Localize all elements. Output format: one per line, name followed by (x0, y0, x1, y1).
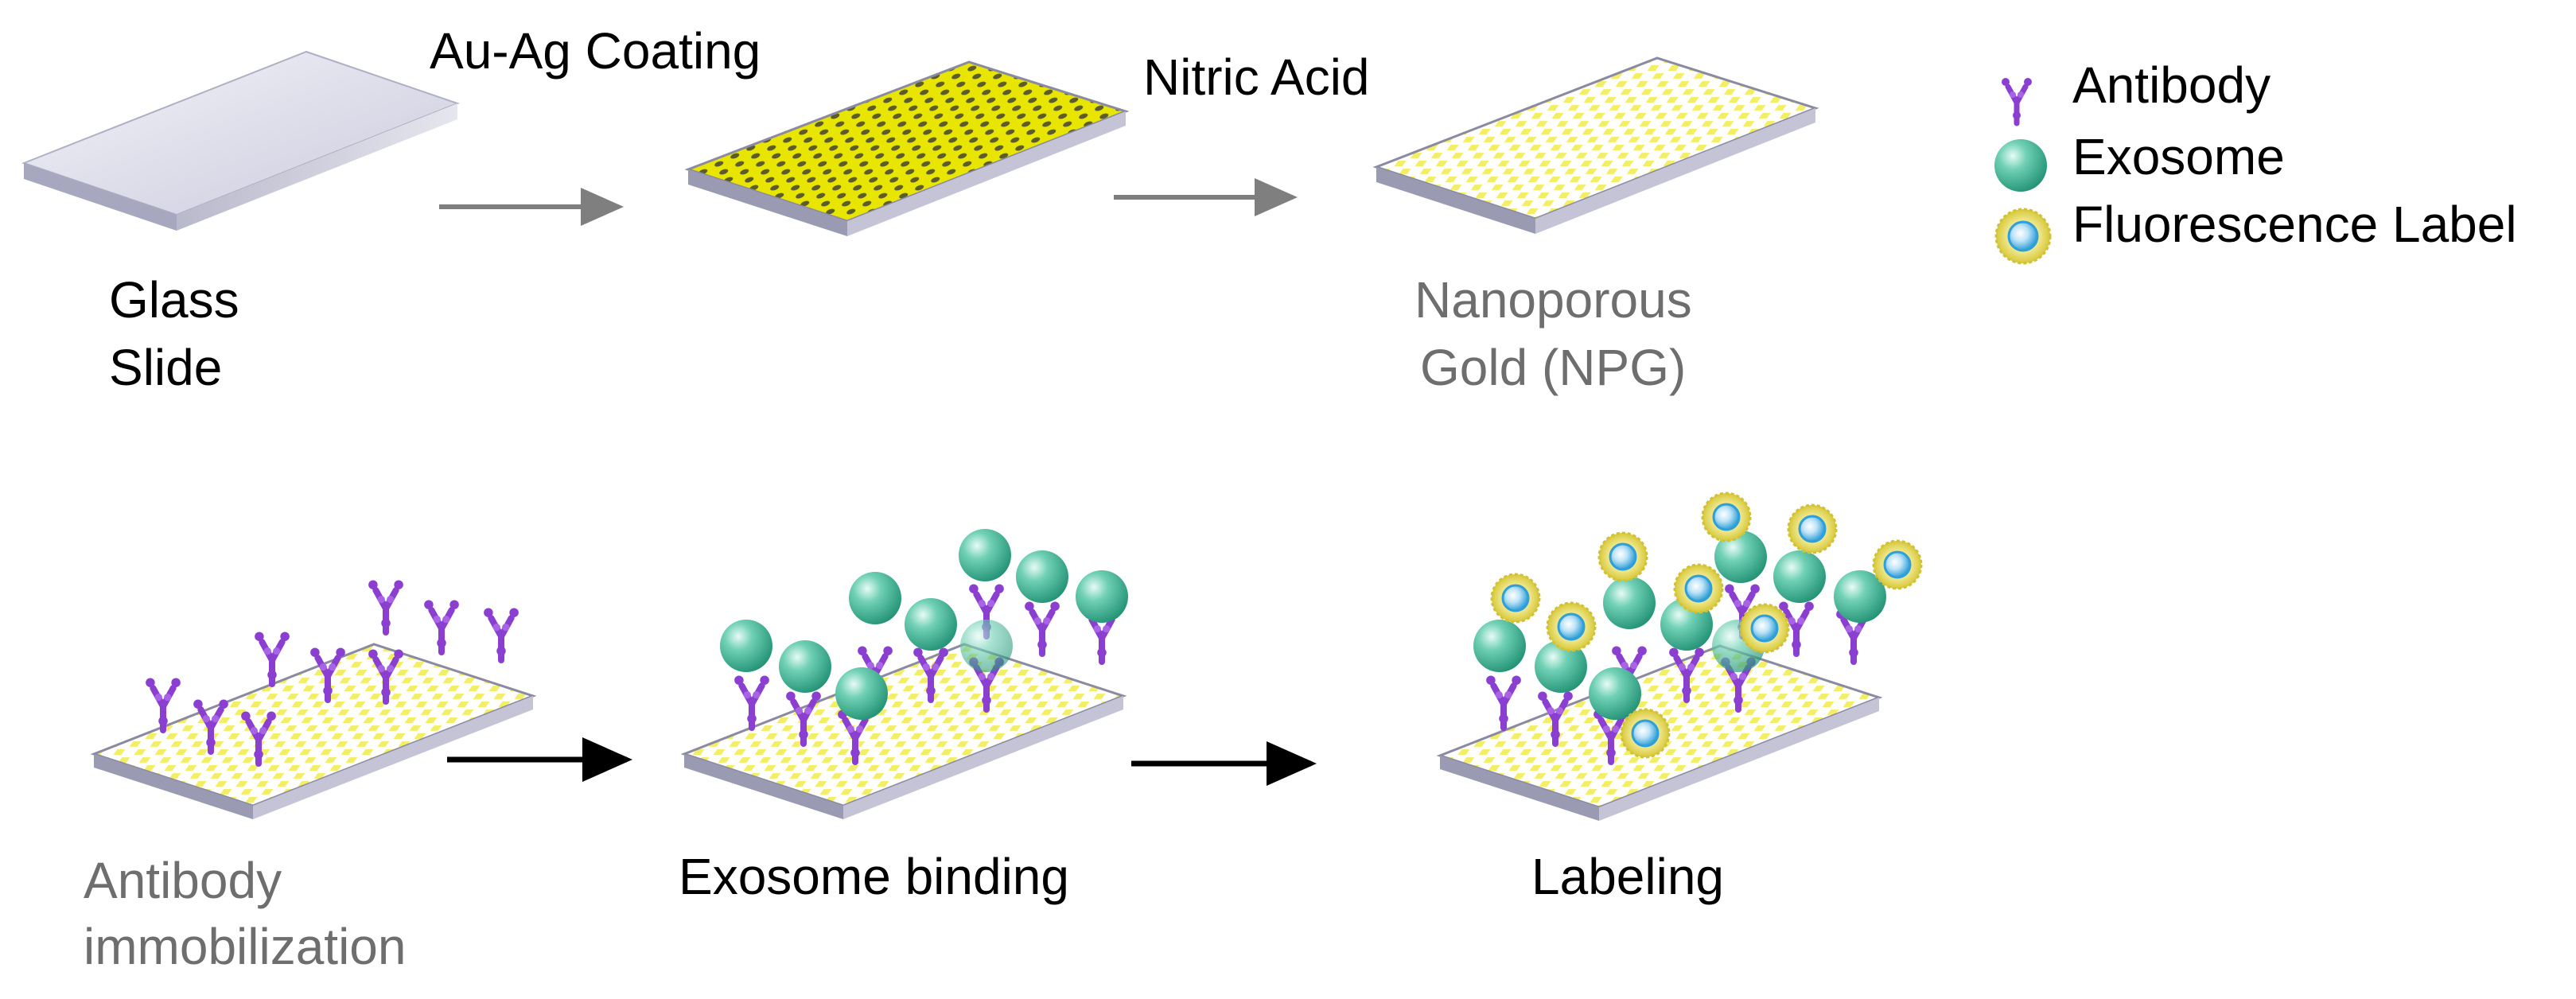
glass-slide-label-line1: Glass (109, 271, 239, 328)
fluorescence-label-icon (1787, 503, 1838, 554)
exosome-icon (905, 598, 957, 651)
legend-fluorescence-label: Fluorescence Label (2072, 196, 2517, 253)
fluorescence-label-icon (1597, 531, 1648, 582)
exosome-icon (1473, 620, 1526, 672)
exosome-icon (779, 640, 831, 693)
legend-exosome-label: Exosome (2072, 128, 2285, 185)
nitric-acid-label: Nitric Acid (1143, 49, 1370, 106)
antibody-icon (255, 632, 290, 684)
antibody-slide-illustration (90, 580, 537, 819)
fluorescence-label-icon (1673, 563, 1724, 614)
antibody-immobilization-label-line2: immobilization (84, 918, 407, 975)
antibody-legend-icon (2002, 78, 2032, 123)
glass-slide-label-line2: Slide (109, 339, 223, 396)
fluorescence-label-icon (1546, 601, 1597, 652)
exosome-icon (1076, 570, 1128, 623)
exosome-icon (835, 667, 888, 720)
fluorescence-label-icon (1490, 573, 1541, 624)
antibody-immobilization-label-line1: Antibody (84, 852, 282, 909)
fluorescence-label-icon (1701, 492, 1752, 542)
coated-slide-illustration (684, 60, 1130, 236)
exosome-icon (1603, 577, 1656, 629)
fluorescence-label-legend-icon (1994, 208, 2052, 265)
exosome-icon (1589, 667, 1641, 720)
antibody-icon (424, 600, 459, 652)
antibody-icon (1486, 675, 1521, 728)
exosome-icon (960, 620, 1013, 672)
exosome-icon (1714, 531, 1767, 583)
npg-label-line1: Nanoporous (1414, 271, 1692, 328)
antibody-icon (734, 675, 769, 728)
exosome-icon (1773, 550, 1826, 603)
antibody-icon (368, 580, 403, 632)
antibody-icon (484, 608, 519, 660)
exosome-icon (1016, 550, 1068, 603)
exosome-binding-slide-illustration (680, 529, 1128, 819)
legend-antibody-label: Antibody (2072, 56, 2271, 114)
fluorescence-label-icon (1739, 603, 1790, 654)
antibody-icon (1025, 601, 1060, 654)
labeling-slide-illustration (1436, 492, 1923, 821)
npg-label-line2: Gold (NPG) (1420, 339, 1687, 396)
exosome-binding-label: Exosome binding (679, 848, 1069, 905)
exosome-icon (959, 529, 1011, 581)
fluorescence-label-icon (1620, 708, 1671, 759)
labeling-label: Labeling (1531, 848, 1724, 905)
fluorescence-label-icon (1872, 539, 1923, 590)
exosome-icon (849, 572, 901, 624)
npg-slide-illustration (1372, 56, 1819, 234)
exosome-legend-icon (1994, 139, 2047, 192)
glass-slide-illustration (21, 50, 460, 231)
exosome-icon (1834, 570, 1886, 623)
au-ag-coating-label: Au-Ag Coating (430, 22, 761, 80)
exosome-icon (720, 620, 772, 672)
exosome-icon (1535, 640, 1587, 693)
